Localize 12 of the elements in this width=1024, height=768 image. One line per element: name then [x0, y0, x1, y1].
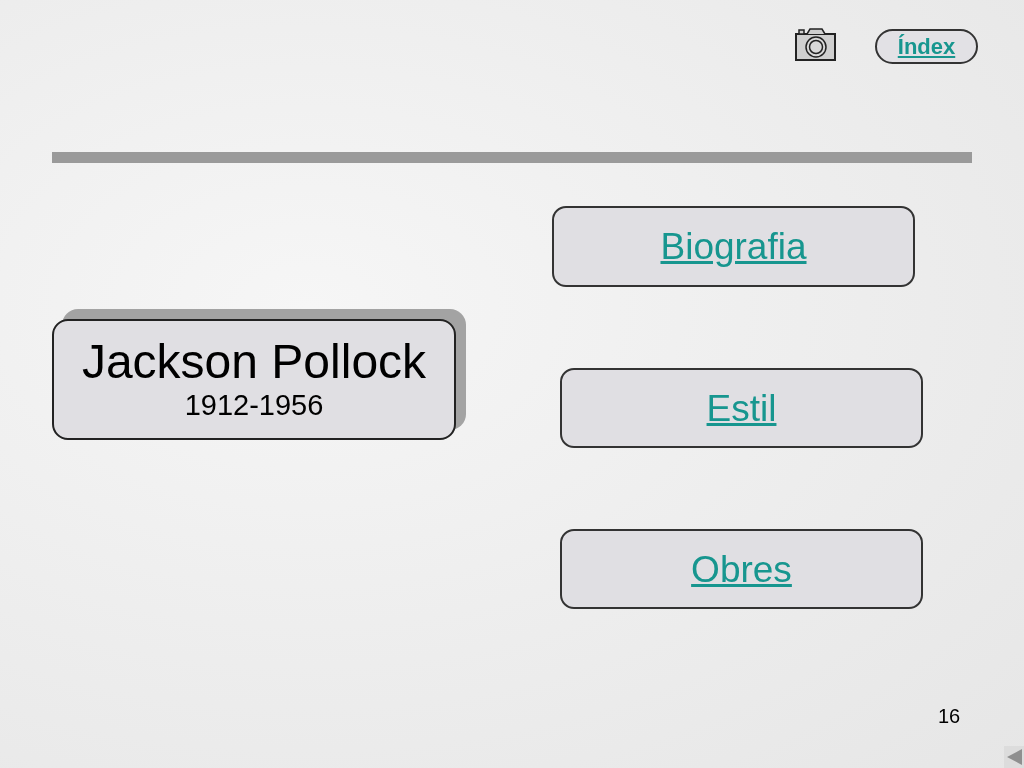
link: Obres [691, 550, 792, 588]
card-title: Jackson Pollock [81, 337, 427, 388]
nav-box [560, 529, 923, 609]
page-number: 16 [938, 706, 961, 726]
index-pill [875, 29, 978, 64]
link: Biografia [660, 228, 807, 265]
date-range: 1912-1956 [184, 389, 324, 422]
title-card [52, 309, 466, 440]
nav-box [552, 206, 915, 287]
link: Estil [706, 389, 777, 427]
nav-box [560, 368, 923, 448]
link: Índex [897, 35, 956, 58]
